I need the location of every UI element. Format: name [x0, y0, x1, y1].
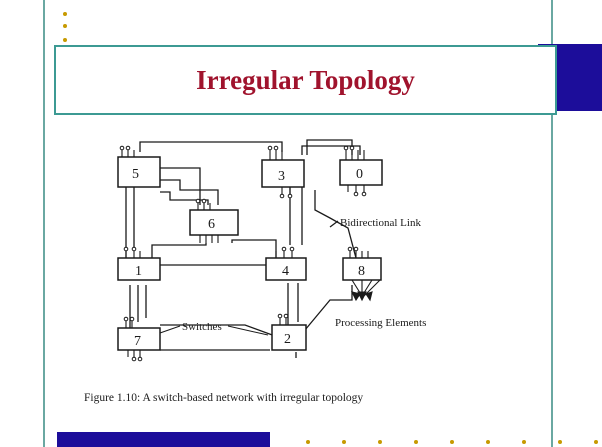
switch-label-2: 2: [284, 332, 291, 347]
annotation-processing-elements: Processing Elements: [335, 317, 426, 329]
switch-box-3: [261, 159, 305, 188]
switch-box-2: [271, 324, 307, 351]
switch-box-5: [117, 156, 161, 188]
switch-box-0: [339, 159, 383, 186]
switch-box-7: [117, 327, 161, 351]
figure-caption: Figure 1.10: A switch-based network with…: [84, 392, 364, 404]
bottom-dot-row: [306, 440, 598, 444]
switch-label-7: 7: [134, 334, 141, 349]
switch-label-6: 6: [208, 217, 215, 232]
switch-box-1: [117, 257, 161, 281]
switch-box-6: [189, 209, 239, 236]
decorative-dot: [63, 24, 67, 28]
switch-label-1: 1: [135, 264, 142, 279]
slide-frame: [43, 0, 553, 447]
slide-title: Irregular Topology: [196, 64, 415, 95]
switch-label-5: 5: [132, 167, 139, 182]
switch-label-0: 0: [356, 167, 363, 182]
decorative-dot: [63, 38, 67, 42]
accent-block-bottom: [57, 432, 270, 447]
switch-label-8: 8: [358, 264, 365, 279]
title-box: Irregular Topology: [54, 45, 557, 115]
switch-label-3: 3: [278, 169, 285, 184]
switch-box-4: [265, 257, 307, 281]
annotation-bidirectional-link: Bidirectional Link: [340, 217, 421, 229]
annotation-switches: Switches: [182, 321, 222, 333]
decorative-dot: [63, 12, 67, 16]
switch-label-4: 4: [282, 264, 289, 279]
